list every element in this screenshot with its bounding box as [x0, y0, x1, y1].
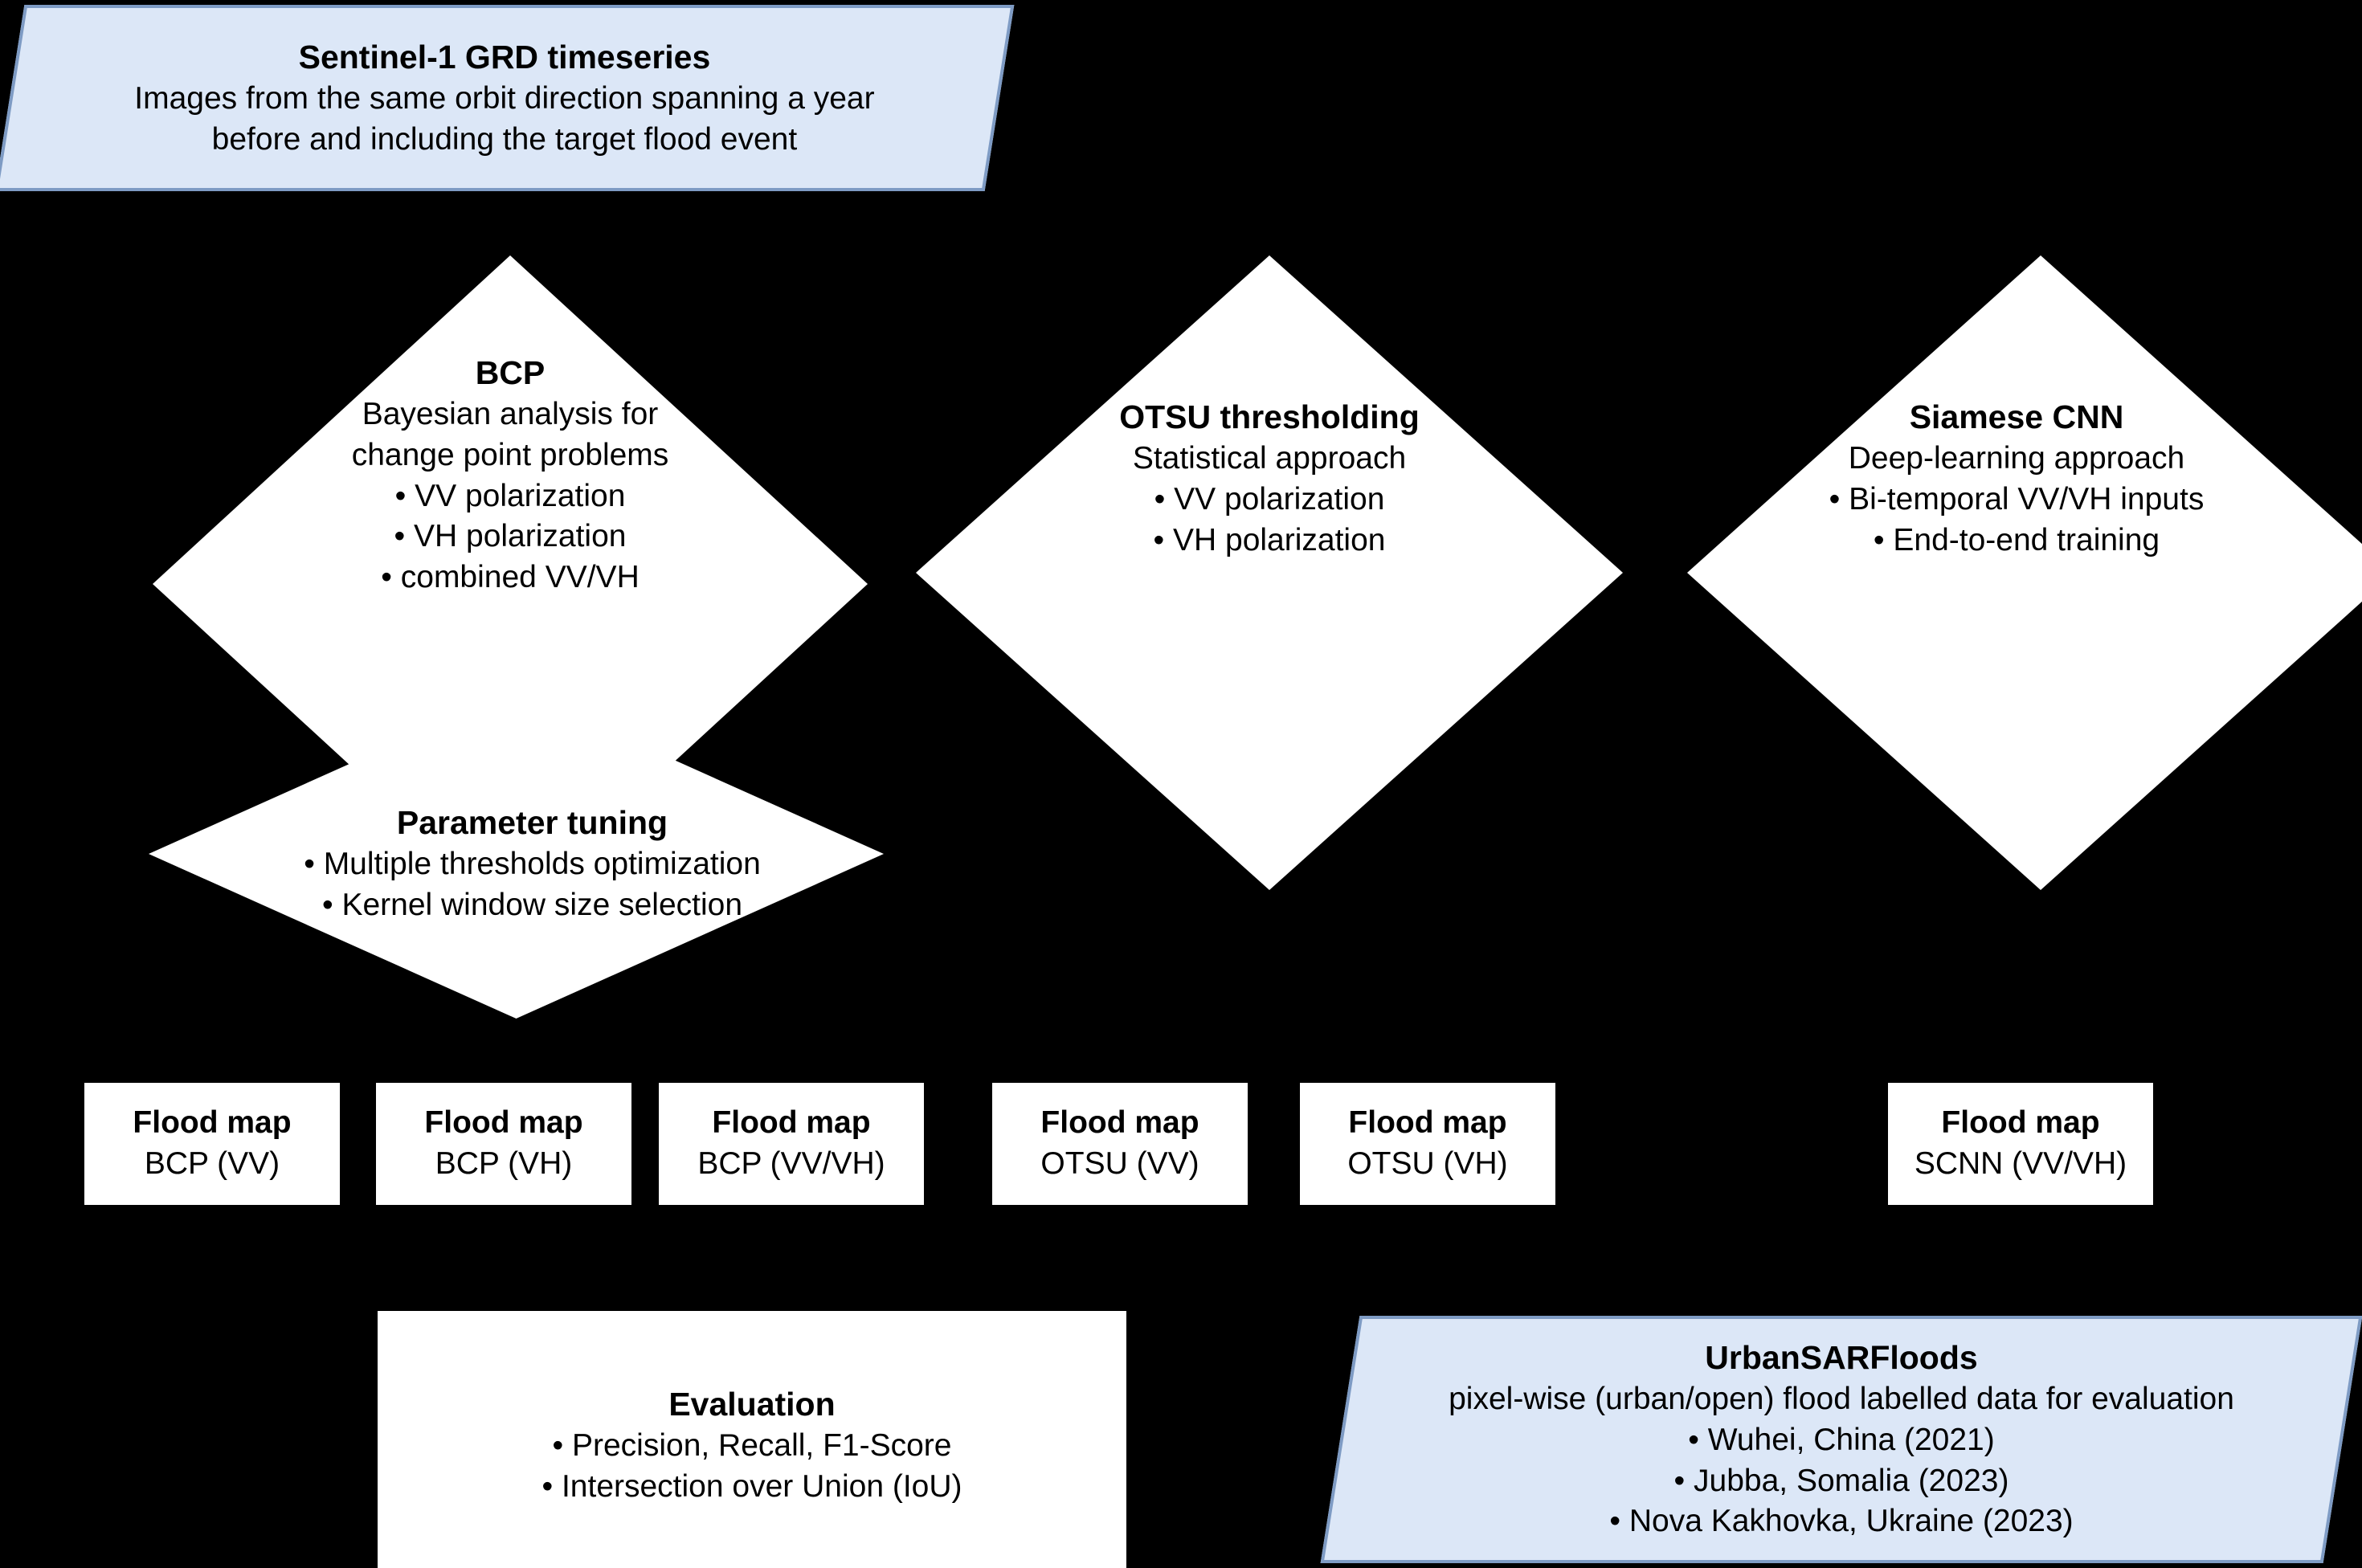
node-flood-map-bcp-vh-subtitle: BCP (VH) [435, 1146, 573, 1181]
node-urbansarfloods-title: UrbanSARFloods [1705, 1338, 1978, 1376]
node-flood-map-otsu-vv-subtitle: OTSU (VV) [1040, 1146, 1199, 1181]
node-siamese-cnn-shape [1687, 255, 2362, 890]
node-siamese-cnn: Siamese CNN Deep-learning approach • Bi-… [1687, 255, 2362, 890]
node-flood-map-scnn-vvvh-subtitle: SCNN (VV/VH) [1914, 1146, 2127, 1181]
node-otsu: OTSU thresholding Statistical approach •… [916, 255, 1623, 890]
node-flood-map-bcp-vv-subtitle: BCP (VV) [144, 1146, 280, 1181]
node-flood-map-bcp-vvvh-content: Flood map BCP (VV/VH) [659, 1103, 924, 1184]
node-siamese-cnn-title: Siamese CNN [1909, 398, 2124, 435]
node-otsu-shape [916, 255, 1623, 890]
node-input-data-line-1: Images from the same orbit direction spa… [134, 80, 875, 116]
node-bcp-content: BCP Bayesian analysis for change point p… [153, 352, 868, 598]
node-input-data: Sentinel-1 GRD timeseries Images from th… [0, 5, 1015, 191]
node-flood-map-bcp-vv-title: Flood map [133, 1105, 292, 1141]
node-flood-map-bcp-vvvh-subtitle: BCP (VV/VH) [697, 1146, 885, 1181]
node-flood-map-otsu-vh-content: Flood map OTSU (VH) [1300, 1103, 1555, 1184]
node-input-data-title: Sentinel-1 GRD timeseries [298, 38, 711, 76]
node-siamese-cnn-line-1: Deep-learning approach [1848, 441, 2185, 476]
node-input-data-line-2: before and including the target flood ev… [211, 121, 798, 157]
node-parameter-tuning-bullet-2: • Kernel window size selection [321, 887, 743, 922]
node-bcp-line-1: Bayesian analysis for [362, 397, 659, 432]
node-urbansarfloods: UrbanSARFloods pixel-wise (urban/open) f… [1320, 1316, 2362, 1563]
node-parameter-tuning-title: Parameter tuning [396, 804, 668, 841]
node-flood-map-bcp-vh-title: Flood map [424, 1105, 583, 1141]
node-bcp-bullet-1: • VV polarization [394, 478, 626, 513]
node-flood-map-bcp-vv-content: Flood map BCP (VV) [84, 1103, 340, 1184]
node-parameter-tuning-content: Parameter tuning • Multiple thresholds o… [165, 802, 900, 926]
node-otsu-line-1: Statistical approach [1132, 441, 1407, 476]
node-flood-map-scnn-vvvh: Flood map SCNN (VV/VH) [1888, 1083, 2153, 1205]
node-bcp-line-2: change point problems [351, 437, 669, 472]
node-otsu-content: OTSU thresholding Statistical approach •… [916, 396, 1623, 561]
node-evaluation: Evaluation • Precision, Recall, F1-Score… [378, 1311, 1126, 1568]
node-evaluation-bullet-1: • Precision, Recall, F1-Score [552, 1428, 952, 1464]
node-urbansarfloods-bullet-1: • Wuhei, China (2021) [1688, 1422, 1995, 1457]
node-evaluation-bullet-2: • Intersection over Union (IoU) [541, 1468, 962, 1504]
node-urbansarfloods-line-1: pixel-wise (urban/open) flood labelled d… [1449, 1382, 2234, 1417]
node-siamese-cnn-content: Siamese CNN Deep-learning approach • Bi-… [1663, 396, 2362, 561]
node-parameter-tuning: Parameter tuning • Multiple thresholds o… [149, 689, 884, 1019]
node-flood-map-otsu-vh: Flood map OTSU (VH) [1300, 1083, 1555, 1205]
node-evaluation-title: Evaluation [668, 1386, 836, 1423]
node-bcp-bullet-3: • combined VV/VH [381, 560, 640, 595]
node-bcp-bullet-2: • VH polarization [394, 519, 627, 554]
node-flood-map-otsu-vv-content: Flood map OTSU (VV) [992, 1103, 1248, 1184]
node-flood-map-otsu-vh-title: Flood map [1348, 1105, 1507, 1141]
node-flood-map-otsu-vv-title: Flood map [1040, 1105, 1199, 1141]
node-flood-map-bcp-vv: Flood map BCP (VV) [84, 1083, 340, 1205]
node-input-data-content: Sentinel-1 GRD timeseries Images from th… [13, 36, 996, 161]
node-siamese-cnn-bullet-1: • Bi-temporal VV/VH inputs [1829, 481, 2205, 517]
node-flood-map-bcp-vh: Flood map BCP (VH) [376, 1083, 631, 1205]
node-urbansarfloods-bullet-2: • Jubba, Somalia (2023) [1673, 1463, 2009, 1498]
node-urbansarfloods-bullet-3: • Nova Kakhovka, Ukraine (2023) [1609, 1504, 2074, 1539]
node-flood-map-bcp-vh-content: Flood map BCP (VH) [376, 1103, 631, 1184]
node-parameter-tuning-bullet-1: • Multiple thresholds optimization [304, 847, 761, 882]
node-otsu-title: OTSU thresholding [1119, 398, 1420, 435]
node-flood-map-bcp-vvvh-title: Flood map [712, 1105, 871, 1141]
node-flood-map-otsu-vh-subtitle: OTSU (VH) [1347, 1146, 1508, 1181]
node-flood-map-scnn-vvvh-title: Flood map [1941, 1105, 2100, 1141]
node-flood-map-scnn-vvvh-content: Flood map SCNN (VV/VH) [1888, 1103, 2153, 1184]
node-flood-map-otsu-vv: Flood map OTSU (VV) [992, 1083, 1248, 1205]
node-bcp-title: BCP [475, 354, 546, 391]
node-otsu-bullet-1: • VV polarization [1154, 481, 1385, 517]
node-flood-map-bcp-vvvh: Flood map BCP (VV/VH) [659, 1083, 924, 1205]
node-otsu-bullet-2: • VH polarization [1153, 522, 1386, 557]
node-evaluation-content: Evaluation • Precision, Recall, F1-Score… [378, 1311, 1126, 1508]
node-siamese-cnn-bullet-2: • End-to-end training [1873, 522, 2160, 557]
node-urbansarfloods-content: UrbanSARFloods pixel-wise (urban/open) f… [1343, 1337, 2340, 1542]
